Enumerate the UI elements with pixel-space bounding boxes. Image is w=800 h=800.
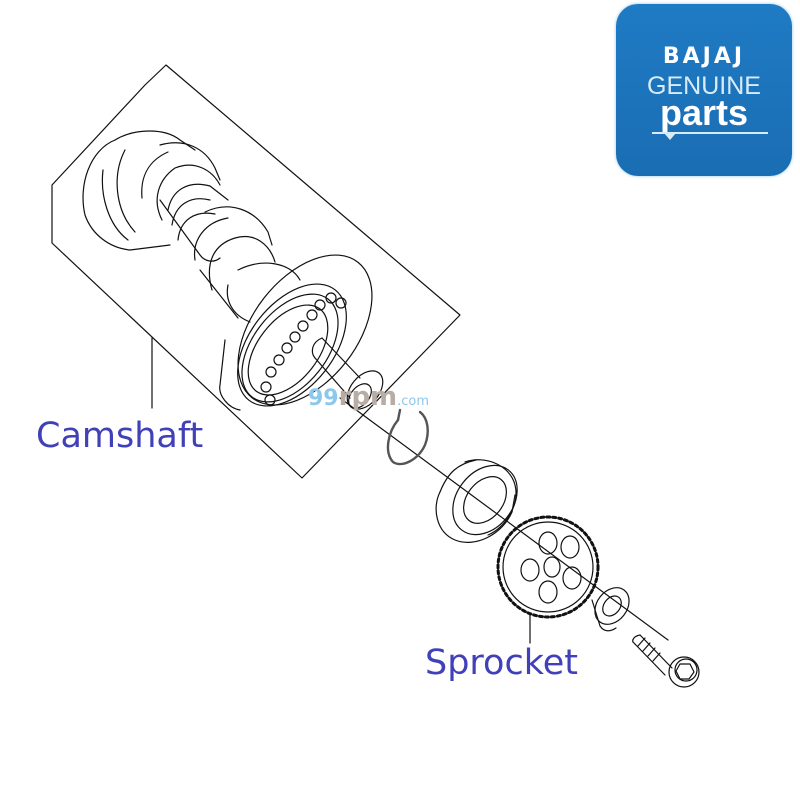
- logo-parts-text: parts: [659, 92, 749, 133]
- bearing-drawing: [435, 459, 518, 543]
- sprocket-drawing: [496, 515, 600, 619]
- watermark-com: .com: [397, 394, 430, 409]
- bearing-balls: [260, 292, 347, 406]
- logo-underline: [652, 132, 768, 134]
- bajaj-genuine-parts-logo: BAJAJ GENUINE parts: [616, 4, 792, 176]
- camshaft-label: Camshaft: [36, 416, 204, 456]
- bolt-drawing: [632, 634, 700, 688]
- assembly-axis-line: [339, 397, 669, 641]
- watermark-99: 99: [308, 386, 339, 411]
- circlip-drawing: [386, 410, 429, 466]
- camshaft-drawing: [82, 130, 384, 411]
- watermark: 99rpm.com: [308, 382, 429, 412]
- watermark-rpm: rpm: [338, 382, 398, 412]
- camshaft-group-outline: [51, 64, 461, 479]
- washer-drawing: [591, 587, 630, 632]
- logo-brand-text: BAJAJ: [662, 44, 746, 69]
- logo-genuine-text: GENUINE: [647, 72, 761, 100]
- sprocket-label: Sprocket: [425, 643, 578, 683]
- logo-caret-icon: [664, 133, 676, 140]
